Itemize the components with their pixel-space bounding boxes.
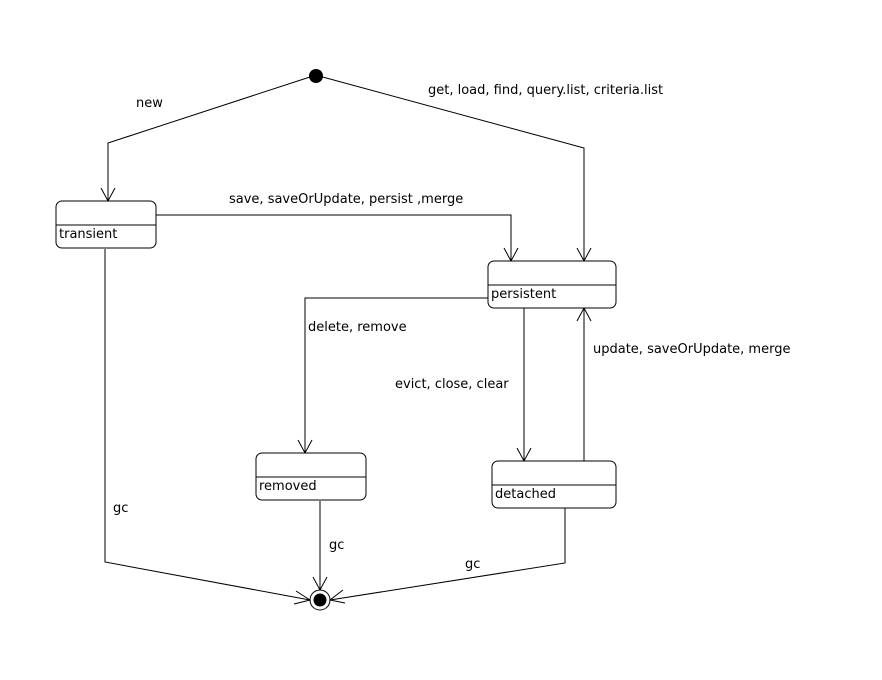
transition-gc-transient-label: gc (113, 501, 128, 516)
initial-state-node (309, 69, 323, 83)
state-detached-label: detached (495, 487, 556, 502)
edge-persistent-to-detached (516, 308, 532, 463)
transition-update-label: update, saveOrUpdate, merge (593, 342, 790, 357)
edge-removed-to-final (312, 501, 328, 592)
edge-transient-to-final (104, 249, 312, 605)
state-removed: removed (255, 452, 367, 501)
state-persistent-label: persistent (491, 287, 556, 302)
state-transient: transient (55, 200, 157, 249)
edge-initial-to-persistent (318, 75, 592, 263)
transition-gc-detached-label: gc (465, 557, 480, 572)
edge-transient-to-persistent (156, 214, 519, 263)
transition-evict-label: evict, close, clear (395, 377, 509, 392)
transition-save-label: save, saveOrUpdate, persist ,merge (229, 192, 463, 207)
transition-gc-removed-label: gc (329, 538, 344, 553)
edge-detached-to-final (328, 508, 566, 604)
state-detached: detached (491, 460, 617, 509)
transition-new-label: new (136, 96, 163, 111)
state-transient-label: transient (59, 227, 117, 242)
state-persistent: persistent (487, 260, 617, 309)
transition-delete-label: delete, remove (308, 320, 407, 335)
final-state-node (309, 589, 331, 611)
edge-detached-to-persistent (576, 306, 592, 461)
edge-initial-to-transient (100, 75, 314, 203)
transition-get-load-label: get, load, find, query.list, criteria.li… (428, 83, 663, 98)
state-removed-label: removed (259, 479, 317, 494)
